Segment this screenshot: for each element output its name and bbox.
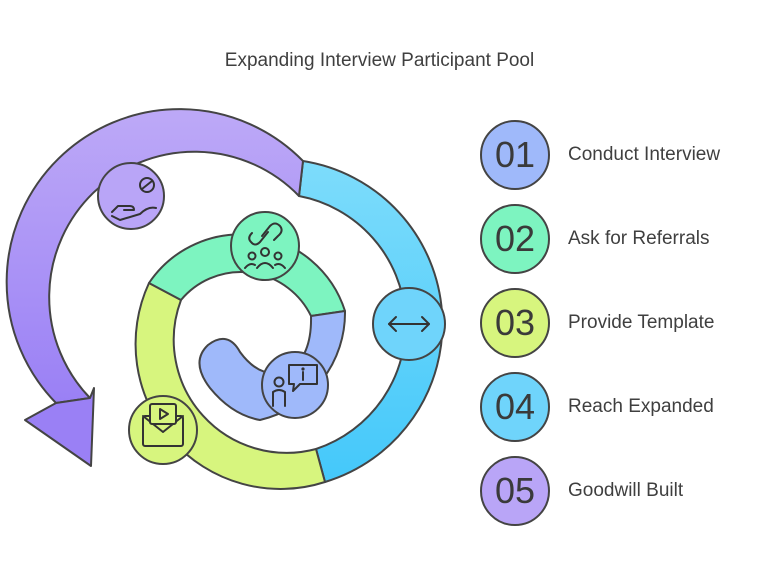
step-number-badge: 02 — [480, 204, 550, 274]
step-item-03: 03 Provide Template — [480, 288, 759, 362]
step-number-badge: 03 — [480, 288, 550, 358]
step-label: Reach Expanded — [568, 396, 714, 417]
step-number-badge: 01 — [480, 120, 550, 190]
step-number-badge: 04 — [480, 372, 550, 442]
person-info-icon — [272, 364, 318, 407]
segment-provide-template — [128, 282, 326, 490]
hand-giving-icon — [111, 177, 157, 221]
step-item-05: 05 Goodwill Built — [480, 456, 759, 530]
page-title: Expanding Interview Participant Pool — [224, 50, 535, 71]
arrow-left-right-icon — [388, 316, 430, 332]
segment-ask-referrals — [148, 211, 346, 317]
step-label: Provide Template — [568, 312, 715, 333]
step-item-01: 01 Conduct Interview — [480, 120, 759, 194]
email-video-icon — [142, 403, 184, 447]
segment-reach-expanded — [298, 160, 446, 483]
segment-conduct-interview — [198, 310, 347, 421]
step-label: Ask for Referrals — [568, 228, 710, 249]
step-item-04: 04 Reach Expanded — [480, 372, 759, 446]
group-link-icon — [244, 222, 286, 269]
step-item-02: 02 Ask for Referrals — [480, 204, 759, 278]
step-label: Conduct Interview — [568, 144, 721, 165]
step-number-badge: 05 — [480, 456, 550, 526]
step-label: Goodwill Built — [568, 480, 684, 501]
segment-goodwill-built — [5, 108, 304, 467]
